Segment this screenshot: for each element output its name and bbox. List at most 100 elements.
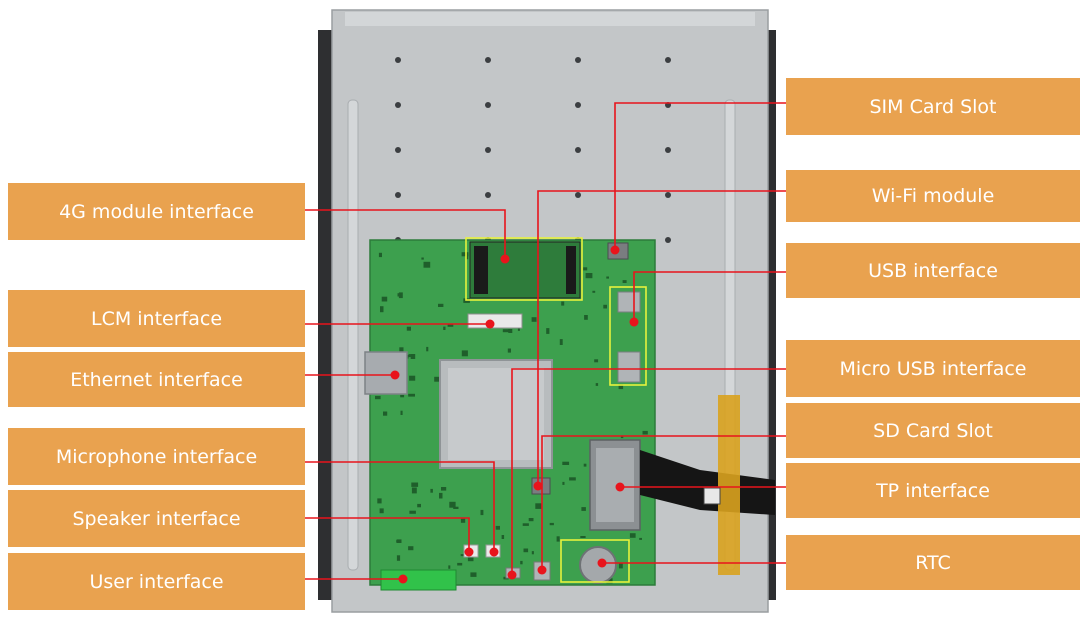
pcb-component <box>606 578 613 584</box>
leader-dot-micro-usb <box>507 570 517 580</box>
label-sd-card-slot: SD Card Slot <box>786 403 1080 458</box>
leader-line-microphone <box>305 461 495 552</box>
tp-connector-inner <box>596 448 634 522</box>
label-usb-interface: USB interface <box>786 243 1080 298</box>
pcb-component <box>585 273 593 279</box>
pcb-component <box>410 354 416 359</box>
pcb-component <box>443 326 446 330</box>
pcb-component <box>618 562 623 569</box>
tape-strip <box>718 395 740 575</box>
screw-hole <box>395 192 401 198</box>
pcb-component <box>569 477 576 481</box>
soc-shield-inner <box>448 368 544 460</box>
panel-top-rim <box>345 12 755 26</box>
screw-hole <box>395 57 401 63</box>
leader-dot-wifi <box>533 481 543 491</box>
pcb-component <box>449 501 456 508</box>
pcb-component <box>461 350 468 357</box>
pcb-component <box>595 383 599 386</box>
usb-port-1 <box>617 291 641 313</box>
pcb-component <box>447 324 454 327</box>
pcb-component <box>408 546 414 551</box>
leader-line-usb <box>633 271 786 322</box>
pcb-component <box>453 506 459 509</box>
leader-dot-user <box>398 574 408 584</box>
pcb-component <box>380 306 384 313</box>
pcb-component <box>639 537 642 540</box>
user-connector <box>380 569 457 591</box>
screw-hole <box>665 147 671 153</box>
pcb-component <box>495 525 500 530</box>
screw-hole <box>665 237 671 243</box>
screw-hole <box>575 147 581 153</box>
label-micro-usb-interface: Micro USB interface <box>786 340 1080 397</box>
pcb-component <box>594 359 599 363</box>
label-4g-module-interface: 4G module interface <box>8 183 305 240</box>
pcb-component <box>629 533 636 538</box>
pcb-component <box>522 523 529 526</box>
pcb-component <box>383 411 388 416</box>
pcb-component <box>400 394 405 398</box>
qr-label <box>703 487 721 505</box>
screw-hole <box>575 102 581 108</box>
leader-line-micro-usb <box>511 368 786 575</box>
screw-hole <box>575 192 581 198</box>
screw-hole <box>485 57 491 63</box>
screw-hole <box>485 102 491 108</box>
pcb-component <box>559 339 563 345</box>
label-wifi-module: Wi-Fi module <box>786 170 1080 222</box>
pcb-component <box>377 498 382 504</box>
pcb-component <box>421 257 424 260</box>
pcb-component <box>507 348 511 353</box>
pcb-component <box>434 376 440 382</box>
leader-line-4g <box>305 209 506 259</box>
leader-dot-microphone <box>489 547 499 557</box>
pcb-component <box>423 261 431 268</box>
pcb-component <box>480 509 484 516</box>
pcb-component <box>411 482 419 487</box>
pcb-component <box>508 329 513 333</box>
pcb-component <box>400 410 403 415</box>
pcb-component <box>556 536 560 542</box>
label-sim-card-slot: SIM Card Slot <box>786 78 1080 135</box>
label-speaker-interface: Speaker interface <box>8 490 305 547</box>
leader-dot-sim <box>610 245 620 255</box>
leader-dot-4g <box>500 254 510 264</box>
pcb-component <box>531 551 534 555</box>
leader-dot-speaker <box>464 547 474 557</box>
lcm-connector <box>467 313 523 329</box>
pcb-component <box>561 301 565 306</box>
pcb-component <box>603 304 607 309</box>
pcb-component <box>580 536 586 538</box>
pcb-component <box>396 555 401 561</box>
leader-dot-lcm <box>485 319 495 329</box>
pcb-component <box>439 492 443 499</box>
highlight-usb <box>609 286 647 386</box>
4g-slot-left-rail <box>474 246 488 294</box>
pcb-component <box>501 535 505 539</box>
label-user-interface: User interface <box>8 553 305 610</box>
pcb-component <box>379 508 384 514</box>
pcb-component <box>448 565 451 569</box>
pcb-component <box>592 290 596 293</box>
pcb-component <box>417 503 421 508</box>
pcb-component <box>378 252 382 258</box>
pcb-component <box>535 503 543 509</box>
label-rtc: RTC <box>786 535 1080 590</box>
pcb-component <box>430 488 433 493</box>
pcb-component <box>461 252 469 257</box>
pcb-component <box>470 572 477 577</box>
pcb-component <box>562 461 570 465</box>
screw-hole <box>485 192 491 198</box>
pcb-component <box>396 539 402 543</box>
pcb-component <box>562 481 565 485</box>
screw-hole <box>485 147 491 153</box>
pcb-component <box>397 293 401 297</box>
leader-dot-rtc <box>597 558 607 568</box>
pcb-component <box>398 292 403 299</box>
pcb-component <box>642 430 648 435</box>
pcb-component <box>460 518 466 523</box>
pcb-component <box>467 556 474 562</box>
pcb-component <box>502 329 509 333</box>
leader-dot-sd <box>537 565 547 575</box>
